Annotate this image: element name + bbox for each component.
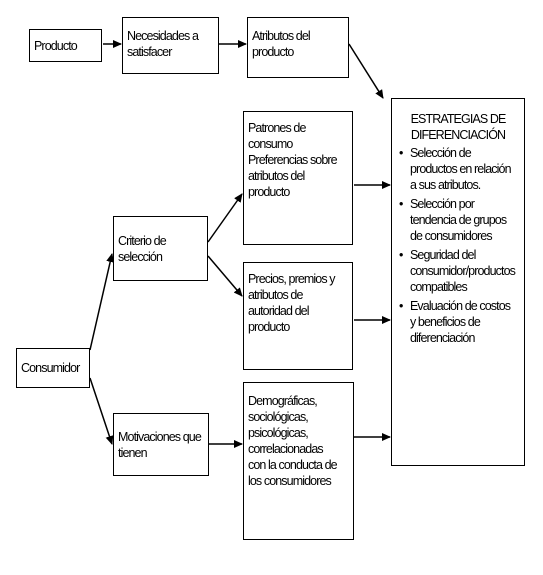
node-precios-label: Precios, premios y atributos de autorida… [248, 272, 336, 334]
node-patrones-label: Patrones de consumo Preferencias sobre a… [248, 121, 338, 199]
node-consumidor-label: Consumidor [21, 361, 80, 375]
node-motivaciones: Motivaciones que tienen [113, 413, 209, 476]
node-precios: Precios, premios y atributos de autorida… [243, 262, 353, 370]
node-criterio-label: Criterio de selección [118, 233, 167, 264]
arrow-consumidor-criterio [89, 253, 115, 351]
arrow-criterio-precios [207, 255, 243, 297]
estrategia-item: Selección por tendencia de grupos de con… [399, 196, 518, 244]
node-producto-label: Producto [34, 38, 78, 53]
node-criterio: Criterio de selección [113, 216, 208, 281]
estrategias-list: Selección de productos en relación a sus… [398, 145, 518, 346]
arrow-consumidor-motivaciones [89, 377, 114, 445]
estrategias-title: ESTRATEGIAS DE DIFERENCIACIÓN [410, 112, 507, 142]
node-motivaciones-label: Motivaciones que tienen [118, 429, 202, 460]
node-demograficas-label: Demográficas, sociológicas, psicológicas… [248, 394, 338, 488]
estrategia-item: Seguridad del consumidor/productos compa… [399, 247, 518, 295]
arrow-atributos-estrategias [348, 43, 384, 99]
node-estrategias: ESTRATEGIAS DE DIFERENCIACIÓN Selección … [391, 98, 525, 466]
estrategia-item: Evaluación de costos y beneficios de dif… [399, 298, 518, 346]
node-demograficas: Demográficas, sociológicas, psicológicas… [243, 382, 354, 540]
node-atributos-producto: Atributos del producto [247, 17, 349, 78]
node-necesidades-label: Necesidades a satisfacer [127, 29, 199, 59]
arrow-criterio-patrones [207, 193, 243, 243]
node-consumidor: Consumidor [16, 348, 90, 388]
node-patrones: Patrones de consumo Preferencias sobre a… [243, 111, 353, 245]
node-producto: Producto [29, 29, 102, 62]
estrategia-item: Selección de productos en relación a sus… [399, 145, 518, 193]
node-necesidades: Necesidades a satisfacer [122, 17, 219, 74]
node-atributos-producto-label: Atributos del producto [252, 29, 311, 59]
